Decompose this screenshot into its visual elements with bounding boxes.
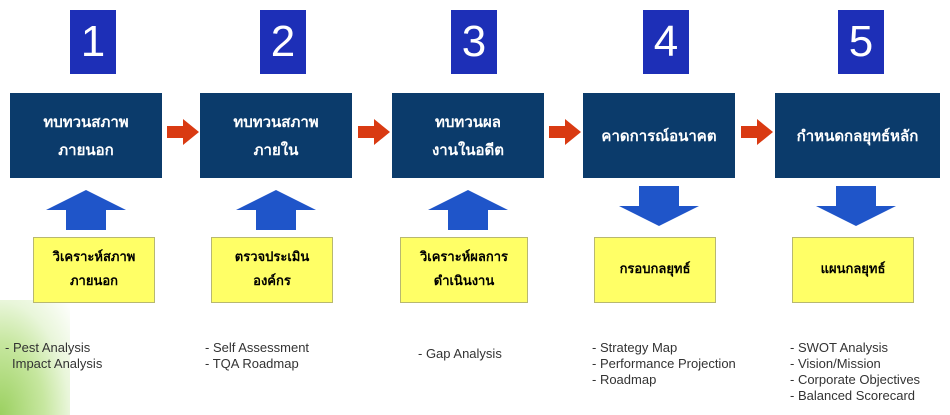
step-1-tool-1: - Pest Analysis bbox=[5, 340, 91, 355]
step-5-strategy-box: แผนกลยุทธ์ bbox=[792, 237, 914, 303]
step-5-tool-3: - Corporate Objectives bbox=[790, 372, 921, 387]
step-1-tool-2: Impact Analysis bbox=[12, 356, 103, 371]
step-5-down-arrow-icon bbox=[816, 186, 896, 226]
step-4-down-arrow-icon bbox=[619, 186, 699, 226]
step-4-tool-3: - Roadmap bbox=[592, 372, 657, 387]
step-4-box-line-1: กรอบกลยุทธ์ bbox=[619, 262, 691, 277]
step-2-tool-2: - TQA Roadmap bbox=[205, 356, 299, 371]
step-1-title-line-1: ทบทวนสภาพ bbox=[43, 112, 129, 131]
connector-arrow-3-icon bbox=[549, 119, 581, 145]
step-1-number: 1 bbox=[70, 10, 116, 74]
step-1-analysis-box: วิเคราะห์สภาพ ภายนอก bbox=[33, 237, 155, 303]
connector-arrow-1-icon bbox=[167, 119, 199, 145]
step-1-title-line-2: ภายนอก bbox=[58, 140, 114, 159]
step-4-tool-2: - Performance Projection bbox=[592, 356, 736, 371]
step-1-up-arrow-icon bbox=[46, 190, 126, 230]
step-3-analysis-box: วิเคราะห์ผลการ ดำเนินงาน bbox=[400, 237, 528, 303]
connector-arrow-4-icon bbox=[741, 119, 773, 145]
step-1-tools-list: - Pest Analysis Impact Analysis bbox=[5, 340, 102, 372]
step-4-tools-list: - Strategy Map - Performance Projection … bbox=[592, 340, 736, 388]
step-5-tool-1: - SWOT Analysis bbox=[790, 340, 889, 355]
step-3-box-line-2: ดำเนินงาน bbox=[433, 274, 495, 289]
step-5-number: 5 bbox=[838, 10, 884, 74]
decorative-corner bbox=[0, 300, 70, 415]
step-1-stage: ทบทวนสภาพ ภายนอก bbox=[10, 93, 162, 178]
step-2-box-line-1: ตรวจประเมิน bbox=[234, 250, 310, 265]
step-5-tools-list: - SWOT Analysis - Vision/Mission - Corpo… bbox=[790, 340, 920, 404]
step-2-stage: ทบทวนสภาพ ภายใน bbox=[200, 93, 352, 178]
step-5-box-line-1: แผนกลยุทธ์ bbox=[820, 262, 886, 277]
step-4-number: 4 bbox=[643, 10, 689, 74]
step-3-stage: ทบทวนผล งานในอดีต bbox=[392, 93, 544, 178]
step-2-title-line-2: ภายใน bbox=[253, 140, 299, 159]
step-4-stage: คาดการณ์อนาคต bbox=[583, 93, 735, 178]
step-2-up-arrow-icon bbox=[236, 190, 316, 230]
step-2-analysis-box: ตรวจประเมิน องค์กร bbox=[211, 237, 333, 303]
step-2-number: 2 bbox=[260, 10, 306, 74]
step-3-tool-1: - Gap Analysis bbox=[418, 346, 502, 361]
step-4-tool-1: - Strategy Map bbox=[592, 340, 678, 355]
step-2-tools-list: - Self Assessment - TQA Roadmap bbox=[205, 340, 309, 372]
step-5-tool-4: - Balanced Scorecard bbox=[790, 388, 916, 403]
step-4-strategy-box: กรอบกลยุทธ์ bbox=[594, 237, 716, 303]
step-1-box-line-2: ภายนอก bbox=[69, 274, 119, 289]
step-3-title-line-1: ทบทวนผล bbox=[435, 112, 501, 131]
step-5-tool-2: - Vision/Mission bbox=[790, 356, 881, 371]
step-3-box-line-1: วิเคราะห์ผลการ bbox=[419, 250, 508, 265]
step-3-up-arrow-icon bbox=[428, 190, 508, 230]
step-4-title-line-1: คาดการณ์อนาคต bbox=[601, 126, 717, 145]
step-5-stage: กำหนดกลยุทธ์หลัก bbox=[775, 93, 940, 178]
connector-arrow-2-icon bbox=[358, 119, 390, 145]
step-5-title-line-1: กำหนดกลยุทธ์หลัก bbox=[796, 126, 919, 145]
step-2-tool-1: - Self Assessment bbox=[205, 340, 310, 355]
step-3-tools-list: - Gap Analysis bbox=[418, 346, 502, 362]
step-1-box-line-1: วิเคราะห์สภาพ bbox=[52, 250, 136, 265]
step-3-number: 3 bbox=[451, 10, 497, 74]
step-2-box-line-2: องค์กร bbox=[253, 274, 291, 289]
step-2-title-line-1: ทบทวนสภาพ bbox=[233, 112, 319, 131]
step-3-title-line-2: งานในอดีต bbox=[431, 140, 505, 159]
